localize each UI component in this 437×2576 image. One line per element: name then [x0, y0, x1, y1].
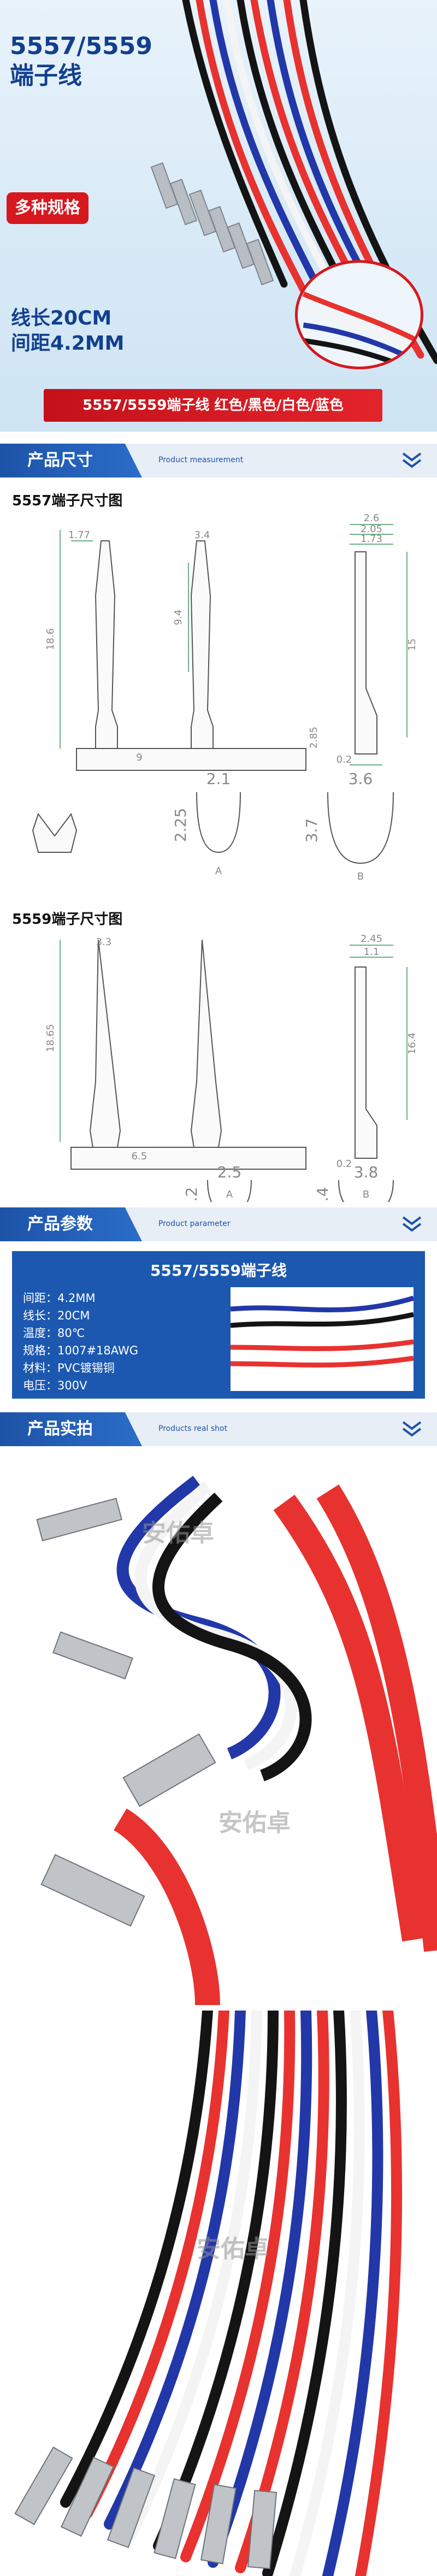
- dim-15: 15: [406, 639, 418, 651]
- dim-2-05: 2.05: [361, 523, 382, 535]
- dim-3-6: 3.6: [349, 770, 373, 788]
- dim-18-65: 18.65: [45, 1024, 56, 1052]
- inset-wires-illustration: [302, 291, 419, 367]
- watermark-logo: 安佑卓: [218, 1809, 291, 1837]
- param-label: 规格：: [23, 1344, 57, 1357]
- param-row: 规格：1007#18AWG: [23, 1342, 138, 1359]
- param-value: 20CM: [57, 1309, 90, 1322]
- param-wires-illustration: [230, 1295, 415, 1367]
- hero-spec-pitch: 间距4.2MM: [11, 332, 125, 355]
- section-header-param: 产品参数 Product parameter: [0, 1207, 437, 1241]
- param-row: 线长：20CM: [23, 1307, 138, 1324]
- param-label: 温度：: [23, 1327, 57, 1340]
- dim-2-2: 2.2: [182, 1187, 200, 1202]
- section-title-cn: 产品实拍: [27, 1419, 93, 1439]
- drawing-5557-svg: 1.77 3.4 18.6 9.4 9 2.85 2.6 2.05 1.73 1…: [32, 512, 418, 882]
- section-tab: [0, 1207, 142, 1241]
- dim-2-45: 2.45: [361, 933, 382, 945]
- hero-spec-length: 线长20CM: [11, 307, 112, 329]
- inset-circle: [295, 260, 423, 369]
- dim-2-6: 2.6: [364, 512, 380, 524]
- section-title-en: Products real shot: [158, 1424, 228, 1433]
- param-title: 5557/5559端子线: [150, 1262, 287, 1280]
- param-card: 5557/5559端子线 间距：4.2MM 线长：20CM 温度：80℃ 规格：…: [12, 1251, 425, 1399]
- photo-wires-illustration: [36, 1476, 437, 2005]
- photo-wires-illustration: [14, 2011, 402, 2576]
- section-title-en: Product parameter: [158, 1219, 231, 1228]
- dim-0-2-5559: 0.2: [336, 1158, 352, 1170]
- dim-3-4: 3.4: [194, 529, 210, 541]
- hero-banner: 5557/5559 端子线: [0, 0, 437, 432]
- dim-2-85: 2.85: [308, 727, 320, 748]
- drawing-5559: 3.3 18.65 6.5 2.45 1.1 16.4 0.2 2.5 2.2 …: [0, 929, 437, 1214]
- color-options-bar: 5557/5559端子线 红色/黑色/白色/蓝色: [44, 389, 382, 422]
- section-title-cn: 产品参数: [27, 1215, 93, 1234]
- hero-spec: 线长20CM 间距4.2MM: [11, 306, 124, 356]
- param-row: 间距：4.2MM: [23, 1289, 138, 1307]
- dim-3-7: 3.7: [303, 818, 321, 843]
- dim-1-77: 1.77: [68, 529, 90, 541]
- section-title-en: Product measurement: [158, 456, 244, 464]
- section-title-cn: 产品尺寸: [27, 451, 93, 470]
- hero-title-line1: 5557/5559: [10, 32, 152, 60]
- param-label: 材料：: [23, 1361, 57, 1375]
- param-row: 温度：80℃: [23, 1324, 138, 1342]
- dim-3-3: 3.3: [96, 936, 112, 948]
- section-header-photo: 产品实拍 Products real shot: [0, 1412, 437, 1446]
- chevron-down-icon: [402, 452, 422, 468]
- drawing-5557-title: 5557端子尺寸图: [12, 493, 123, 509]
- section-header-size: 产品尺寸 Product measurement: [0, 444, 437, 478]
- product-photo-2: 安佑卓: [0, 2011, 437, 2576]
- dim-9: 9: [136, 752, 142, 763]
- chevron-down-icon: [402, 1216, 422, 1232]
- dim-6-5: 6.5: [132, 1151, 147, 1162]
- section-tab: [0, 444, 142, 478]
- param-value: PVC镀锡铜: [57, 1361, 115, 1375]
- hero-wires-illustration: [150, 0, 437, 364]
- param-product-image: [230, 1287, 415, 1391]
- spec-badge: 多种规格: [7, 192, 88, 224]
- param-value: 1007#18AWG: [57, 1344, 139, 1357]
- hero-title: 5557/5559 端子线: [10, 32, 152, 91]
- dim-1-73: 1.73: [361, 533, 382, 545]
- label-b: B: [357, 871, 364, 882]
- watermark-logo: 安佑卓: [197, 2235, 269, 2263]
- dim-18-6: 18.6: [45, 628, 56, 650]
- param-value: 300V: [57, 1379, 87, 1392]
- dim-9-4: 9.4: [173, 610, 184, 626]
- dim-2-1: 2.1: [206, 770, 231, 788]
- param-value: 80℃: [57, 1327, 85, 1340]
- param-label: 间距：: [23, 1292, 57, 1305]
- param-row: 材料：PVC镀锡铜: [23, 1359, 138, 1377]
- label-a: A: [215, 865, 222, 877]
- param-label: 电压：: [23, 1379, 57, 1392]
- chevron-down-icon: [402, 1421, 422, 1437]
- drawing-5557: 1.77 3.4 18.6 9.4 9 2.85 2.6 2.05 1.73 1…: [0, 508, 437, 891]
- param-list: 间距：4.2MM 线长：20CM 温度：80℃ 规格：1007#18AWG 材料…: [23, 1289, 138, 1394]
- param-row: 电压：300V: [23, 1377, 138, 1394]
- label-a-5559: A: [226, 1189, 233, 1200]
- dim-2-25: 2.25: [172, 808, 190, 842]
- drawing-5559-svg: 3.3 18.65 6.5 2.45 1.1 16.4 0.2 2.5 2.2 …: [45, 933, 418, 1214]
- watermark-logo: 安佑卓: [142, 1519, 214, 1547]
- dim-3-4-5559: 3.4: [314, 1187, 332, 1202]
- hero-title-line2: 端子线: [10, 62, 82, 90]
- drawing-5559-title: 5559端子尺寸图: [12, 911, 123, 928]
- param-label: 线长：: [23, 1309, 57, 1322]
- dim-3-8: 3.8: [354, 1163, 379, 1181]
- dim-1-1: 1.1: [364, 946, 380, 958]
- dim-2-5: 2.5: [217, 1163, 242, 1181]
- dim-0-2: 0.2: [336, 754, 352, 765]
- dim-16-4: 16.4: [406, 1033, 418, 1054]
- label-b-5559: B: [363, 1189, 369, 1200]
- product-photo-1: 安佑卓 安佑卓: [0, 1459, 437, 2005]
- section-tab: [0, 1412, 142, 1446]
- param-value: 4.2MM: [57, 1292, 96, 1305]
